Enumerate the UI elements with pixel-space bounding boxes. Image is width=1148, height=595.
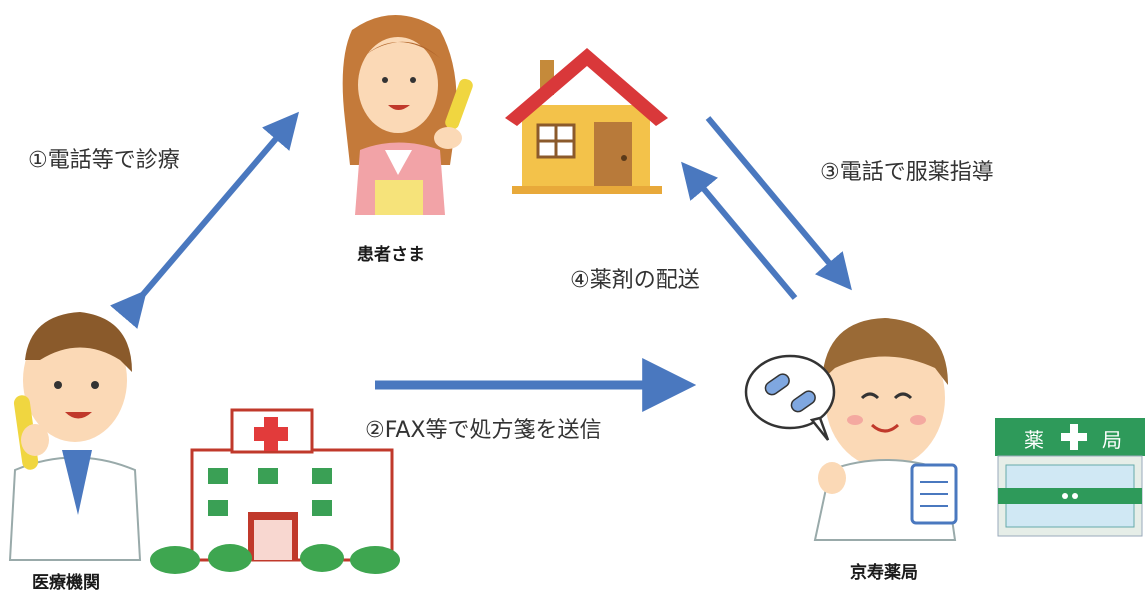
pharmacy-sign-left-text: 薬 <box>1024 428 1044 452</box>
patient-figure <box>342 15 473 215</box>
patient-label: 患者さま <box>357 245 425 265</box>
step4-label: ④薬剤の配送 <box>570 268 700 293</box>
pharmacy-store-icon <box>995 418 1145 537</box>
step1-label: ①電話等で診療 <box>28 148 180 173</box>
hospital-icon <box>150 408 400 574</box>
step3-label: ③電話で服薬指導 <box>820 160 994 185</box>
arrow-pharmacy-to-patient <box>705 116 852 291</box>
pharmacist-figure <box>813 318 958 541</box>
doctor-figure <box>8 312 142 561</box>
pharmacy-label: 京寿薬局 <box>850 563 918 583</box>
arrow-clinic-patient <box>109 111 300 329</box>
arrow-delivery <box>681 161 798 300</box>
house-icon <box>505 48 668 194</box>
pill-speech-bubble <box>744 354 836 441</box>
pharmacy-sign-right-text: 局 <box>1102 428 1122 452</box>
clinic-label: 医療機関 <box>32 573 100 593</box>
step2-label: ②FAX等で処方箋を送信 <box>365 418 602 443</box>
